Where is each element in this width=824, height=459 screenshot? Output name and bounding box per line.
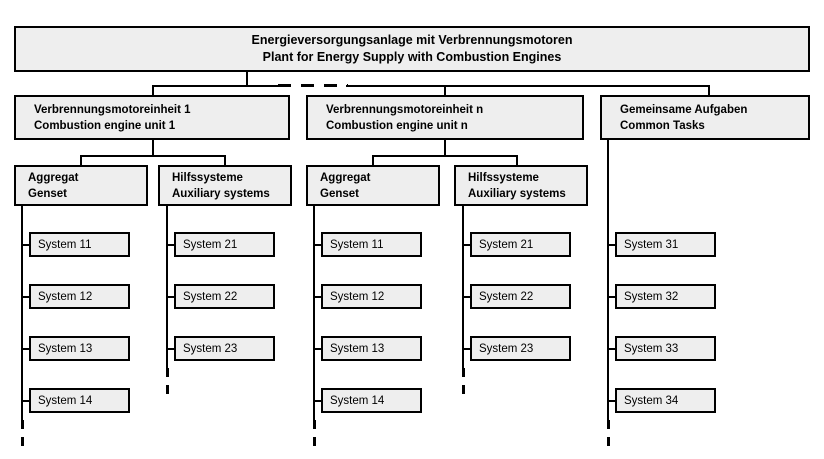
connector-branch-col4-row1 bbox=[462, 244, 472, 246]
connector-branch-col2-row1 bbox=[166, 244, 176, 246]
connector-drop-group-genset-n bbox=[372, 155, 374, 165]
connector-drop-group-genset-1 bbox=[80, 155, 82, 165]
connector-unit1-trunk bbox=[152, 140, 154, 155]
system-node[interactable]: System 11 bbox=[321, 232, 422, 257]
system-node[interactable]: System 22 bbox=[470, 284, 571, 309]
system-node[interactable]: System 23 bbox=[174, 336, 275, 361]
connector-branch-col2-row3 bbox=[166, 348, 176, 350]
root-node-label-en: Plant for Energy Supply with Combustion … bbox=[262, 50, 562, 64]
connector-branch-col2-row2 bbox=[166, 296, 176, 298]
connector-branch-col3-row4 bbox=[313, 400, 323, 402]
connector-root-trunk bbox=[246, 72, 248, 86]
unit-label-en-1: Combustion engine unit 1 bbox=[34, 119, 176, 132]
connector-branch-col5-row1 bbox=[607, 244, 617, 246]
connector-branch-col1-row2 bbox=[21, 296, 31, 298]
connector-spine-col-3-continuation bbox=[313, 420, 316, 450]
connector-unitn-trunk bbox=[444, 140, 446, 155]
group-node-auxiliary-systems-1[interactable]: Hilfssysteme Auxiliary systems bbox=[158, 165, 292, 206]
system-node[interactable]: System 34 bbox=[615, 388, 716, 413]
connector-branch-col4-row3 bbox=[462, 348, 472, 350]
system-node[interactable]: System 14 bbox=[321, 388, 422, 413]
unit-node-combustion-engine-unit-1[interactable]: Verbrennungsmotoreinheit 1 Combustion en… bbox=[14, 95, 290, 140]
system-node[interactable]: System 12 bbox=[321, 284, 422, 309]
unit-node-combustion-engine-unit-n[interactable]: Verbrennungsmotoreinheit n Combustion en… bbox=[306, 95, 584, 140]
connector-branch-col1-row1 bbox=[21, 244, 31, 246]
unit-label-de-common: Gemeinsame Aufgaben bbox=[620, 103, 748, 116]
connector-branch-col5-row2 bbox=[607, 296, 617, 298]
group-label-de-genset-1: Aggregat bbox=[28, 171, 79, 184]
connector-branch-col5-row3 bbox=[607, 348, 617, 350]
system-node[interactable]: System 21 bbox=[174, 232, 275, 257]
connector-branch-col1-row4 bbox=[21, 400, 31, 402]
group-label-en-aux-n: Auxiliary systems bbox=[468, 187, 566, 200]
connector-branch-col3-row3 bbox=[313, 348, 323, 350]
connector-spine-col-2 bbox=[166, 206, 168, 368]
system-node[interactable]: System 11 bbox=[29, 232, 130, 257]
group-label-en-genset-n: Genset bbox=[320, 187, 359, 200]
group-label-de-aux-1: Hilfssysteme bbox=[172, 171, 243, 184]
root-node-label-de: Energieversorgungsanlage mit Verbrennung… bbox=[251, 33, 573, 47]
connector-level2-bus-right bbox=[346, 85, 710, 87]
system-node[interactable]: System 23 bbox=[470, 336, 571, 361]
connector-drop-unit-n bbox=[444, 85, 446, 95]
connector-level2-bus-dashed bbox=[278, 84, 348, 87]
group-node-genset-1[interactable]: Aggregat Genset bbox=[14, 165, 148, 206]
root-node-plant[interactable]: Energieversorgungsanlage mit Verbrennung… bbox=[14, 26, 810, 72]
system-node[interactable]: System 14 bbox=[29, 388, 130, 413]
connector-drop-unit-common bbox=[708, 85, 710, 95]
system-node[interactable]: System 13 bbox=[29, 336, 130, 361]
system-node[interactable]: System 32 bbox=[615, 284, 716, 309]
connector-unitn-group-bus bbox=[372, 155, 518, 157]
group-node-genset-n[interactable]: Aggregat Genset bbox=[306, 165, 440, 206]
connector-branch-col3-row2 bbox=[313, 296, 323, 298]
unit-label-en-n: Combustion engine unit n bbox=[326, 119, 468, 132]
group-node-auxiliary-systems-n[interactable]: Hilfssysteme Auxiliary systems bbox=[454, 165, 588, 206]
connector-branch-col1-row3 bbox=[21, 348, 31, 350]
connector-spine-col-4 bbox=[462, 206, 464, 368]
group-label-de-genset-n: Aggregat bbox=[320, 171, 371, 184]
connector-level2-bus-left bbox=[152, 85, 280, 87]
group-label-de-aux-n: Hilfssysteme bbox=[468, 171, 539, 184]
system-node[interactable]: System 12 bbox=[29, 284, 130, 309]
unit-node-common-tasks[interactable]: Gemeinsame Aufgaben Common Tasks bbox=[600, 95, 810, 140]
connector-drop-group-aux-1 bbox=[224, 155, 226, 165]
connector-spine-col-3 bbox=[313, 206, 315, 420]
system-node[interactable]: System 22 bbox=[174, 284, 275, 309]
connector-spine-col-5 bbox=[607, 140, 609, 420]
connector-spine-col-4-continuation bbox=[462, 368, 465, 398]
system-node[interactable]: System 33 bbox=[615, 336, 716, 361]
connector-drop-group-aux-n bbox=[516, 155, 518, 165]
connector-spine-col-1-continuation bbox=[21, 420, 24, 450]
system-node[interactable]: System 21 bbox=[470, 232, 571, 257]
connector-spine-col-1 bbox=[21, 206, 23, 420]
system-node[interactable]: System 13 bbox=[321, 336, 422, 361]
connector-branch-col5-row4 bbox=[607, 400, 617, 402]
unit-label-de-n: Verbrennungsmotoreinheit n bbox=[326, 103, 484, 116]
group-label-en-genset-1: Genset bbox=[28, 187, 67, 200]
system-node[interactable]: System 31 bbox=[615, 232, 716, 257]
connector-spine-col-2-continuation bbox=[166, 368, 169, 398]
connector-branch-col3-row1 bbox=[313, 244, 323, 246]
connector-unit1-group-bus bbox=[80, 155, 226, 157]
connector-drop-unit-1 bbox=[152, 85, 154, 95]
unit-label-de-1: Verbrennungsmotoreinheit 1 bbox=[34, 103, 191, 116]
unit-label-en-common: Common Tasks bbox=[620, 119, 705, 132]
connector-branch-col4-row2 bbox=[462, 296, 472, 298]
connector-spine-col-5-continuation bbox=[607, 420, 610, 450]
group-label-en-aux-1: Auxiliary systems bbox=[172, 187, 270, 200]
